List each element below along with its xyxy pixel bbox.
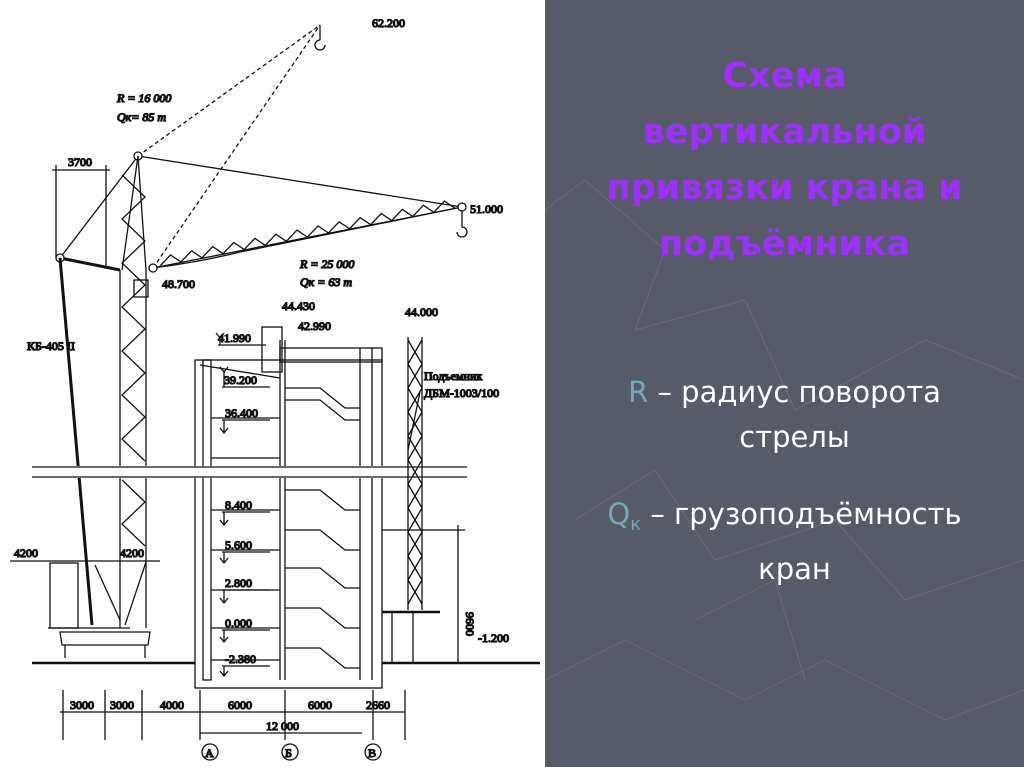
title-line: привязки крана и [606, 168, 963, 208]
crane-mast [119, 155, 149, 628]
title-line: подъёмника [658, 224, 911, 264]
title-line: вертикальной [642, 112, 927, 152]
mark-39: 39.200 [224, 373, 257, 387]
mark-8: 8.400 [225, 498, 252, 512]
dim-bottom: 6000 [228, 698, 252, 712]
crane-drawing: 62.200 R = 16 000 Qк= 85 т 3700 51.000 4… [0, 0, 545, 767]
dim-bottom: 4000 [160, 698, 184, 712]
boom [152, 200, 463, 269]
elevation-leader [219, 366, 270, 388]
radius-1: R = 16 000 [116, 91, 171, 105]
axis-marker [281, 743, 299, 761]
legend-text: стрелы [739, 420, 850, 454]
legend-text: радиус поворота [681, 375, 941, 409]
dim-bottom: 2660 [366, 698, 390, 712]
crane-model: КБ-405 II [27, 339, 75, 353]
axis-a: А [205, 746, 214, 760]
dim-4200-right: 4200 [120, 546, 144, 560]
hook-tip [456, 207, 468, 238]
elevation-leader [219, 551, 270, 565]
dim-bottom: 6000 [308, 698, 332, 712]
mark-ground: -1.200 [478, 631, 509, 645]
counter-jib [59, 256, 121, 272]
mark-36: 36.400 [225, 406, 258, 420]
symbol-q-sub: к [630, 514, 642, 535]
legend-r: R – радиус поворота стрелы [545, 370, 1024, 460]
mark-roof: 42.990 [298, 319, 331, 333]
floor-slab [211, 607, 360, 629]
elevation-leader [219, 629, 270, 644]
dim-bottom: 3000 [110, 698, 134, 712]
hook-top [314, 25, 326, 51]
axis-v: В [368, 746, 376, 760]
background-pattern [545, 179, 1024, 721]
capacity-1: Qк= 85 т [117, 110, 166, 124]
dim-total: 12 000 [266, 719, 299, 733]
mark-roof-low: 41.990 [218, 331, 251, 345]
mark-0: 0.000 [225, 616, 252, 630]
dim-3700: 3700 [68, 155, 92, 169]
symbol-r: R [628, 375, 649, 409]
elevation-leader [219, 589, 270, 605]
back-stay [59, 155, 139, 259]
mark-5: 5.600 [225, 538, 252, 552]
floor-slab [211, 489, 360, 511]
axis-marker [201, 743, 219, 761]
mark-boom-tip: 51.000 [470, 202, 503, 216]
elevation-leader [219, 419, 270, 435]
floor-slab [211, 647, 360, 669]
radius-2: R = 25 000 [299, 257, 354, 271]
legend-text: кран [758, 552, 831, 586]
title-line: Схема [722, 56, 847, 96]
brace [58, 257, 94, 626]
dim-4200-left: 4200 [14, 546, 38, 560]
mark-2: 2.800 [225, 576, 252, 590]
mark-top-hook: 62.200 [372, 16, 405, 30]
dim-9600: 9600 [463, 612, 477, 636]
stay-dashed-2 [152, 24, 321, 269]
legend-text: грузоподъёмность [674, 497, 962, 531]
boom-stay [137, 155, 463, 208]
elevation-leader [215, 332, 266, 346]
capacity-2: Qк = 63 т [300, 275, 352, 289]
stay-dashed-1 [137, 24, 321, 157]
symbol-q: Q [607, 497, 631, 531]
dash: – [657, 375, 672, 409]
hoist-label-1: Подъемник [424, 369, 482, 383]
floor-slab [211, 399, 360, 459]
axis-b: Б [285, 746, 292, 760]
floor-slab [211, 529, 360, 551]
legend-q: Qк – грузоподъёмность кран [545, 492, 1024, 592]
mark-basement: -2.380 [225, 652, 256, 666]
slide-title: Схема вертикальной привязки крана и подъ… [545, 48, 1024, 272]
dim-bottom: 3000 [70, 698, 94, 712]
slide-text-panel: Схема вертикальной привязки крана и подъ… [545, 0, 1024, 767]
dash: – [650, 497, 665, 531]
elevation-leader [219, 511, 270, 527]
mark-parapet: 44.430 [282, 299, 315, 313]
hoist-tower [382, 337, 440, 663]
elevation-leader [219, 665, 270, 678]
mark-boom-base: 48.700 [162, 277, 195, 291]
floor-slab [211, 387, 360, 419]
mark-hoist-top: 44.000 [405, 305, 438, 319]
axis-marker [364, 743, 382, 761]
crane-base [10, 560, 160, 658]
hoist-label-2: ДБМ-1003/100 [424, 386, 499, 400]
building-section [194, 326, 383, 689]
